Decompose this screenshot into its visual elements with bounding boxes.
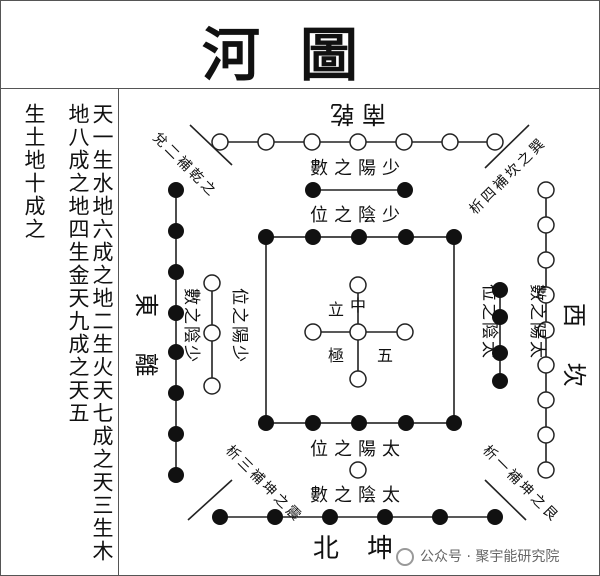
dot-bottom-outer-4	[377, 509, 393, 525]
label-left-inner-num: 數之陰少	[181, 288, 201, 364]
dot-left-outer-3	[168, 264, 184, 280]
dot-left-outer-4	[168, 305, 184, 321]
label-left-outer: 東 離	[132, 293, 160, 391]
label-left-inner-pos: 位之陽少	[229, 288, 249, 364]
label-top-outer: 南 乾	[330, 100, 386, 128]
dot-bottom-outer-3	[322, 509, 338, 525]
dot-bottom-outer-5	[432, 509, 448, 525]
dot-right-outer-7	[537, 391, 555, 409]
label-right-inner-pos: 位之陰太	[479, 284, 499, 360]
dot-right-inner-1	[492, 282, 508, 298]
dot-bottom-single	[349, 461, 367, 479]
dot-right-outer-8	[537, 426, 555, 444]
dot-right-outer-2	[537, 216, 555, 234]
label-center-right: 五	[377, 346, 393, 365]
dot-right-outer-5	[537, 321, 555, 339]
dot-top-outer-1	[211, 133, 229, 151]
dot-right-inner-2	[492, 309, 508, 325]
dot-square-1	[258, 229, 274, 245]
dot-square-5	[446, 229, 462, 245]
dot-right-inner-3	[492, 345, 508, 361]
dot-top-inner-1	[305, 182, 321, 198]
dot-right-outer-4	[537, 286, 555, 304]
label-diag-bl: 析三補坤之震	[222, 443, 305, 526]
label-bottom-inner-pos: 位之陽太	[310, 439, 406, 460]
label-bottom-inner-num: 數之陰太	[310, 485, 406, 506]
dot-square-6	[258, 415, 274, 431]
dot-top-outer-6	[441, 133, 459, 151]
dot-left-outer-8	[168, 467, 184, 483]
label-diag-tl: 兌二補乾之	[149, 130, 220, 201]
diagram-title: 河圖	[201, 21, 398, 89]
dot-right-inner-4	[492, 373, 508, 389]
watermark-text: 公众号 · 聚宇能研究院	[420, 549, 560, 565]
dot-right-outer-3	[537, 251, 555, 269]
dot-center-left	[304, 323, 322, 341]
dot-right-outer-1	[537, 181, 555, 199]
dot-bottom-outer-2	[267, 509, 283, 525]
dot-square-2	[305, 229, 321, 245]
dot-square-8	[351, 415, 367, 431]
watermark: 公众号 · 聚宇能研究院	[396, 546, 559, 566]
label-center-top: 中	[350, 296, 366, 315]
dot-top-outer-5	[395, 133, 413, 151]
text-column-1: 天一生水地六成之地二生火天七成之天三生木地八成之地四生金天九成之天五	[66, 103, 114, 563]
label-bottom-outer: 北 坤	[313, 534, 403, 564]
dot-top-outer-2	[257, 133, 275, 151]
dot-bottom-outer-6	[487, 509, 503, 525]
wechat-icon	[396, 548, 414, 566]
label-right-inner-num: 數之陽太	[527, 284, 547, 360]
label-top-inner-num: 數之陽少	[310, 158, 406, 179]
dot-center-right	[396, 323, 414, 341]
dot-center-top	[349, 276, 367, 294]
title-bar: 河圖	[0, 0, 600, 89]
dot-top-outer-4	[349, 133, 367, 151]
label-center-left: 立	[328, 300, 344, 319]
label-right-outer: 西 坎	[560, 303, 588, 401]
dot-right-outer-6	[537, 356, 555, 374]
dot-left-outer-6	[168, 385, 184, 401]
dot-center-bottom	[349, 370, 367, 388]
dot-top-outer-3	[303, 133, 321, 151]
dot-right-outer-9	[537, 461, 555, 479]
dot-square-7	[305, 415, 321, 431]
label-center-bottom: 極	[328, 346, 344, 365]
text-column-2: 生土地十成之	[22, 103, 46, 241]
dot-square-3	[351, 229, 367, 245]
dot-left-inner-2	[203, 324, 221, 342]
label-diag-tr: 析四補坎之巽	[467, 134, 550, 217]
dot-square-9	[398, 415, 414, 431]
dot-square-4	[398, 229, 414, 245]
dot-left-outer-1	[168, 182, 184, 198]
dot-bottom-outer-1	[212, 509, 228, 525]
dot-left-outer-2	[168, 223, 184, 239]
label-top-inner-pos: 位之陰少	[310, 205, 406, 226]
dot-center-middle	[349, 323, 367, 341]
dot-square-10	[446, 415, 462, 431]
dot-left-outer-7	[168, 426, 184, 442]
dot-top-inner-2	[397, 182, 413, 198]
dot-left-outer-5	[168, 344, 184, 360]
dot-left-inner-3	[203, 377, 221, 395]
dot-top-outer-7	[486, 133, 504, 151]
dot-left-inner-1	[203, 274, 221, 292]
left-text-column: 天一生水地六成之地二生火天七成之天三生木地八成之地四生金天九成之天五 生土地十成…	[0, 89, 119, 575]
